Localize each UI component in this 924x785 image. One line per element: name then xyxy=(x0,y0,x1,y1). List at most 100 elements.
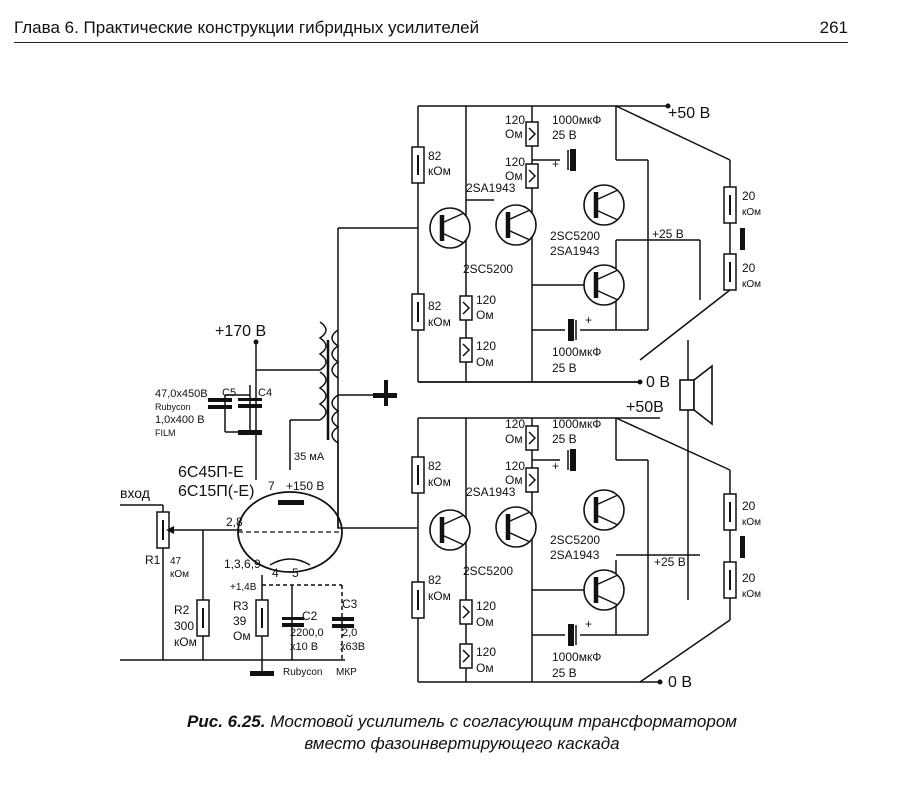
label-82-top: 82 xyxy=(428,149,442,163)
label-120-b3: 120 xyxy=(476,599,496,613)
label-25v-b2: 25 В xyxy=(552,666,577,680)
label-c2val2: х10 В xyxy=(290,641,318,653)
label-20-t1: 20 xyxy=(742,189,756,203)
label-c3val1: 2,0 xyxy=(342,627,357,639)
label-120-t3: 120 xyxy=(476,293,496,307)
label-plus-t2: + xyxy=(585,313,592,327)
resistor-82k-bottom xyxy=(411,456,425,494)
label-v150: +150 В xyxy=(286,479,324,493)
label-2sc5200-t2: 2SC5200 xyxy=(550,229,600,243)
label-82-b-lower: 82 xyxy=(428,573,442,587)
resistor-120-top-3 xyxy=(459,295,473,321)
label-plus-b2: + xyxy=(585,617,592,631)
resistor-82k-bottom-lower xyxy=(411,581,425,619)
label-82-top-lower: 82 xyxy=(428,299,442,313)
label-v28: 2,8 xyxy=(226,515,243,529)
resistor-120-bottom-4 xyxy=(459,643,473,669)
label-pin5: 5 xyxy=(292,566,299,580)
label-2sa1943-t2: 2SA1943 xyxy=(550,244,600,258)
label-c3val2: х63В xyxy=(340,641,365,653)
label-r2val2: кОм xyxy=(174,635,197,649)
transistor-bottom-q1 xyxy=(430,510,470,550)
c5-capacitor xyxy=(208,398,232,409)
resistor-120-top-2 xyxy=(525,163,539,189)
label-r3val1: 39 xyxy=(233,614,247,628)
transistor-bottom-q4 xyxy=(584,570,624,610)
label-120-t4: 120 xyxy=(476,339,496,353)
figure-caption-line1: Рис. 6.25. Мостовой усилитель с согласую… xyxy=(0,711,924,733)
label-25v-b1: 25 В xyxy=(552,432,577,446)
c4-capacitor xyxy=(238,398,262,408)
label-om-t1: Ом xyxy=(505,127,523,141)
chapter-title: Глава 6. Практические конструкции гибрид… xyxy=(14,18,480,37)
resistor-120-bottom-3 xyxy=(459,599,473,625)
label-2sa1943-b2: 2SA1943 xyxy=(550,548,600,562)
resistor-120-top-1 xyxy=(525,121,539,147)
resistor-82k-top-lower xyxy=(411,293,425,331)
cap-1000-top-2 xyxy=(567,318,577,342)
label-r1: R1 xyxy=(145,553,161,567)
speaker-icon xyxy=(679,364,713,426)
label-120-b2: 120 xyxy=(505,459,525,473)
label-r3: R3 xyxy=(233,599,249,613)
label-2sa1943-b1: 2SA1943 xyxy=(466,485,516,499)
resistor-20-top-1 xyxy=(723,186,737,224)
label-kom-b: кОм xyxy=(428,475,451,489)
label-20-t2: 20 xyxy=(742,261,756,275)
label-1000-b1: 1000мкФ xyxy=(552,417,601,431)
c2-capacitor xyxy=(282,617,304,627)
label-kom-20-t2: кОм xyxy=(742,279,761,290)
label-om-t2: Ом xyxy=(505,169,523,183)
resistor-120-bottom-2 xyxy=(525,467,539,493)
label-r2: R2 xyxy=(174,603,190,617)
label-tube-line2: 6С15П(-Е) xyxy=(178,483,254,500)
label-c2val1: 2200,0 xyxy=(290,627,324,639)
label-v170: +170 В xyxy=(215,323,266,340)
label-25v-t1: 25 В xyxy=(552,128,577,142)
label-1000-t1: 1000мкФ xyxy=(552,113,601,127)
label-om-b4: Ом xyxy=(476,661,494,675)
figure-caption-line2: вместо фазоинвертирующего каскада xyxy=(0,733,924,755)
cap-1000-top-1 xyxy=(567,148,577,172)
resistor-120-top-4 xyxy=(459,337,473,363)
label-2sc5200-b2: 2SC5200 xyxy=(550,533,600,547)
label-vhod: вход xyxy=(120,485,150,501)
label-om-b3: Ом xyxy=(476,615,494,629)
label-2sa1943-t1: 2SA1943 xyxy=(466,181,516,195)
page-number: 261 xyxy=(819,18,848,37)
resistor-82k-top xyxy=(411,146,425,184)
label-20-b2: 20 xyxy=(742,571,756,585)
r3-resistor xyxy=(255,599,269,637)
label-120-b4: 120 xyxy=(476,645,496,659)
label-pins1369: 1,3,6,9 xyxy=(224,557,261,571)
label-20-b1: 20 xyxy=(742,499,756,513)
transistor-top-q3 xyxy=(584,185,624,225)
label-r3val2: Ом xyxy=(233,629,251,643)
label-om-b2: Ом xyxy=(505,473,523,487)
label-cur35: 35 мА xyxy=(294,451,325,463)
label-c3: C3 xyxy=(342,597,358,611)
label-plus-b1: + xyxy=(552,459,559,473)
cap-1000-bottom-2 xyxy=(567,623,577,647)
label-plus-t1: + xyxy=(552,157,559,171)
label-tube-line1: 6С45П-Е xyxy=(178,464,244,481)
label-120-t2: 120 xyxy=(505,155,525,169)
transistor-bottom-q3 xyxy=(584,490,624,530)
label-v50-mid: +50В xyxy=(626,399,664,416)
label-om-t4: Ом xyxy=(476,355,494,369)
resistor-20-bottom-2 xyxy=(723,561,737,599)
page-header: Глава 6. Практические конструкции гибрид… xyxy=(14,12,848,43)
label-om-t3: Ом xyxy=(476,308,494,322)
label-v25-top: +25 В xyxy=(652,227,684,241)
label-c4val: 1,0х400 В xyxy=(155,414,205,426)
label-film: FILM xyxy=(155,428,176,438)
label-pin7: 7 xyxy=(268,479,275,493)
schematic-diagram: +50 В 0 В +50В 0 В +170 В 6С45П-Е 6С15П(… xyxy=(120,103,761,691)
r2-resistor xyxy=(196,599,210,637)
resistor-120-bottom-1 xyxy=(525,425,539,451)
label-r2val1: 300 xyxy=(174,619,194,633)
label-2sc5200-b1: 2SC5200 xyxy=(463,564,513,578)
figure-label: Рис. 6.25. xyxy=(187,712,266,731)
label-1000-b2: 1000мкФ xyxy=(552,650,601,664)
transistor-bottom-q2 xyxy=(496,507,536,547)
